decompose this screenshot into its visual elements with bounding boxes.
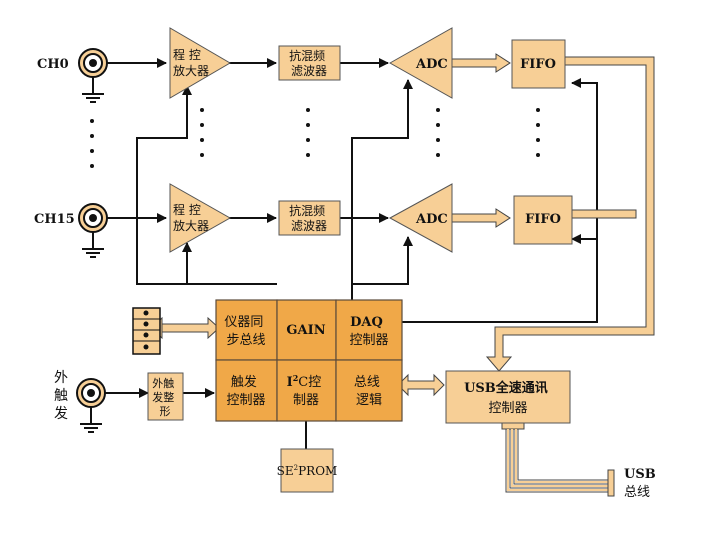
bus-logic-label: 总线 逻辑 [354, 375, 384, 408]
ext-trigger-connector [76, 378, 106, 433]
i2c-controller-block [276, 359, 337, 422]
antialias-filter-ch15-label: 抗混频 滤波器 [289, 203, 329, 233]
usb-bus-label: USB 总线 [624, 467, 660, 500]
sync-bus-connector [132, 307, 161, 355]
ch15-label: CH15 [34, 212, 75, 227]
pga-ch0: 程 控 放大器 [169, 27, 231, 99]
ch0-label: CH0 [37, 57, 69, 72]
antialias-filter-ch0-label: 抗混频 滤波器 [289, 48, 329, 78]
eeprom-block: SE2PROM [277, 448, 338, 493]
core-logic-grid: 仪器同 步总线 GAIN DAQ 控制器 触发 控制器 I2C控 制器 总线 逻… [215, 299, 403, 422]
ext-trigger-label: 外 触 发 [54, 370, 72, 422]
antialias-filter-ch0: 抗混频 滤波器 [278, 45, 341, 81]
pga-ch0-label: 程 控 放大器 [173, 47, 209, 78]
gain-label: GAIN [286, 323, 325, 338]
fifo-ch15-label: FIFO [525, 212, 561, 227]
ext-trigger-shaper-label: 外触 发整 形 [152, 376, 178, 418]
daq-controller-block [335, 299, 403, 361]
sync-bus-block [215, 299, 278, 361]
fifo-ch0: FIFO [511, 39, 566, 89]
usb-controller-block: USB全速通讯 控制器 [445, 370, 571, 424]
fifo-ch15: FIFO [513, 195, 573, 245]
pga-ch15-label: 程 控 放大器 [173, 202, 209, 233]
bus-logic-block [335, 359, 403, 422]
adc-ch0-label: ADC [415, 57, 448, 72]
trigger-controller-label: 触发 控制器 [226, 374, 265, 408]
fifo-ch0-label: FIFO [520, 57, 556, 72]
sync-bus-label: 仪器同 步总线 [224, 315, 267, 348]
channel-ellipsis-dots [90, 108, 540, 168]
usb-controller-label: USB全速通讯 控制器 [464, 380, 552, 416]
antialias-filter-ch15: 抗混频 滤波器 [278, 200, 341, 236]
adc-ch0: ADC [388, 27, 453, 99]
daq-controller-label: DAQ 控制器 [349, 311, 388, 348]
eeprom-label: SE2PROM [277, 464, 338, 478]
pga-ch15: 程 控 放大器 [169, 183, 232, 253]
i2c-controller-label: I2C控 制器 [287, 373, 326, 408]
ext-trigger-shaper: 外触 发整 形 [147, 372, 184, 421]
signal-wires [105, 58, 598, 449]
adc-ch15-label: ADC [415, 212, 448, 227]
ch0-connector [78, 48, 108, 103]
adc-ch15: ADC [388, 183, 453, 253]
ch15-connector [78, 203, 108, 258]
data-buses [150, 53, 655, 497]
trigger-controller-block [215, 359, 278, 422]
